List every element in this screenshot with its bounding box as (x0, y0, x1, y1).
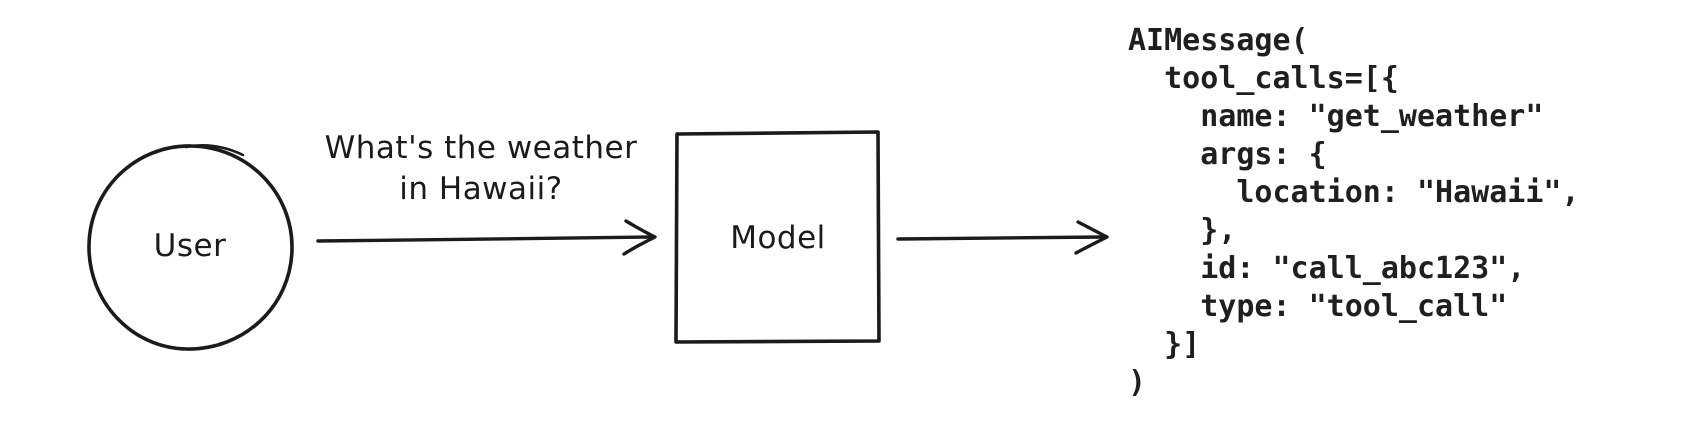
user-node-shape (87, 144, 294, 351)
user-query-label-line2: in Hawaii? (399, 171, 563, 207)
model-to-output-arrow (896, 220, 1109, 255)
user-query-label-line1: What's the weather (324, 130, 638, 166)
user-to-model-arrow (316, 219, 657, 256)
model-node-label: Model (730, 220, 826, 256)
user-node-label: User (153, 228, 227, 264)
model-node-shape (674, 130, 881, 344)
user-query-label: What's the weather in Hawaii? (305, 128, 657, 210)
aimessage-code-output: AIMessage( tool_calls=[{ name: "get_weat… (1128, 23, 1580, 400)
